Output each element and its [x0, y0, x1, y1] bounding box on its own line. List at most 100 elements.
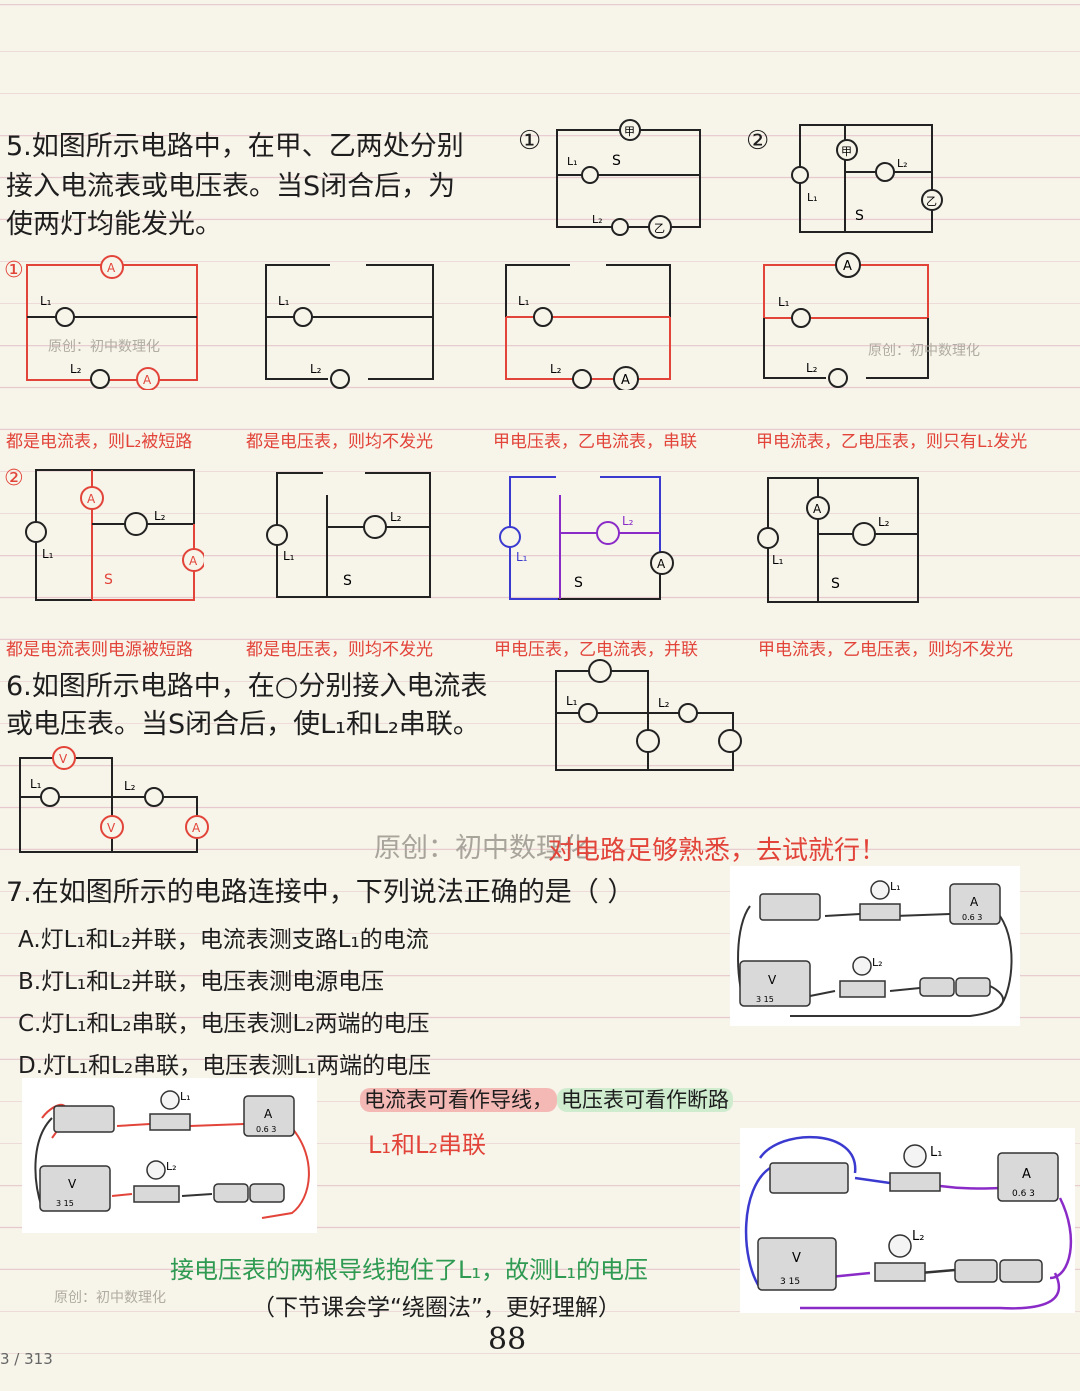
svg-text:L₁: L₁ — [278, 294, 290, 308]
svg-text:L₂: L₂ — [912, 1229, 924, 1244]
row2-circuit-3: A L₂ L₁ S — [499, 476, 674, 600]
q6-original-circuit: L₁ L₂ — [555, 659, 742, 771]
svg-text:A: A — [657, 557, 666, 571]
row1-circuit-2: L₁ L₂ — [265, 264, 434, 389]
q7-option-a: A.灯L₁和L₂并联，电流表测支路L₁的电流 — [18, 927, 429, 953]
svg-text:0.6 3: 0.6 3 — [962, 913, 982, 922]
row1-caption-3: 甲电压表，乙电流表，串联 — [493, 432, 697, 452]
q7-stem: 7.在如图所示的电路连接中，下列说法正确的是（ ） — [6, 877, 635, 908]
row2-caption-3: 甲电压表，乙电流表，并联 — [494, 640, 698, 660]
svg-text:L₁: L₁ — [518, 294, 530, 308]
row1-circuit-3: A L₁ L₂ — [505, 264, 671, 390]
q7-explanation-2: （下节课会学“绕圈法”，更好理解） — [252, 1295, 621, 1321]
page-number: 88 — [488, 1322, 527, 1357]
row2-caption-1: 都是电流表则电源被短路 — [6, 640, 193, 660]
svg-text:L₂: L₂ — [154, 509, 166, 523]
svg-text:A: A — [192, 821, 201, 835]
svg-text:L₁: L₁ — [42, 547, 54, 561]
svg-text:3 15: 3 15 — [756, 995, 774, 1004]
svg-text:A: A — [264, 1107, 273, 1121]
q6-note: 对电路足够熟悉，去试就行！ — [548, 836, 887, 866]
svg-text:L₂: L₂ — [806, 361, 818, 375]
svg-text:A: A — [1022, 1167, 1031, 1182]
svg-text:A: A — [813, 502, 822, 516]
svg-text:L₁: L₁ — [772, 553, 784, 567]
svg-text:L₁: L₁ — [516, 550, 528, 564]
q6-answer-circuit: V V A L₁ L₂ — [19, 746, 209, 853]
svg-text:L₁: L₁ — [180, 1090, 191, 1103]
svg-text:A: A — [87, 492, 96, 506]
svg-text:S: S — [855, 208, 864, 224]
yi-label: 乙 — [654, 222, 665, 235]
svg-text:S: S — [343, 573, 352, 589]
svg-text:L₂: L₂ — [166, 1160, 177, 1173]
q7-hint: 电流表可看作导线，电压表可看作断路 — [360, 1084, 733, 1114]
q7-red-wired-figure: L₁ L₂ A V 0.6 3 3 15 — [22, 1078, 317, 1233]
svg-text:L₁: L₁ — [30, 777, 42, 791]
q5-circuit-figure-2: 甲 乙 L₁ L₂ S — [791, 124, 943, 233]
svg-text:L₁: L₁ — [807, 191, 818, 204]
q7-option-b: B.灯L₁和L₂并联，电压表测电源电压 — [18, 969, 385, 995]
q7-explanation-1: 接电压表的两根导线抱住了L₁，故测L₁的电压 — [170, 1256, 648, 1284]
q6-line1: 6.如图所示电路中，在○分别接入电流表 — [6, 671, 488, 702]
q7-option-c: C.灯L₁和L₂串联，电压表测L₂两端的电压 — [18, 1011, 430, 1037]
big-watermark: 原创：初中数理化 — [374, 833, 590, 864]
row2-caption-2: 都是电压表，则均不发光 — [246, 640, 433, 660]
l1-label: L₁ — [567, 155, 578, 168]
svg-text:A: A — [843, 259, 852, 274]
svg-text:L₁: L₁ — [778, 295, 790, 309]
svg-text:A: A — [970, 895, 979, 909]
svg-text:L₂: L₂ — [872, 956, 883, 969]
watermark-3: 原创：初中数理化 — [54, 1290, 166, 1306]
q5-fig2-number: ② — [746, 126, 770, 156]
svg-text:L₂: L₂ — [658, 696, 670, 710]
svg-text:L₂: L₂ — [310, 362, 322, 376]
svg-text:L₁: L₁ — [283, 549, 295, 563]
l2-label: L₂ — [592, 213, 603, 226]
svg-text:L₂: L₂ — [897, 157, 908, 170]
row1-caption-4: 甲电流表，乙电压表，则只有L₁发光 — [756, 432, 1028, 452]
svg-text:0.6 3: 0.6 3 — [1012, 1189, 1035, 1199]
svg-text:乙: 乙 — [926, 195, 937, 208]
watermark-1: 原创：初中数理化 — [48, 339, 160, 355]
svg-text:L₁: L₁ — [890, 880, 901, 893]
q5-line3: 使两灯均能发光。 — [6, 209, 222, 240]
hint-voltmeter-as-open: 电压表可看作断路 — [557, 1088, 733, 1112]
svg-text:3 15: 3 15 — [780, 1277, 800, 1287]
svg-text:0.6 3: 0.6 3 — [256, 1125, 276, 1134]
page-indicator[interactable]: 3 / 313 — [0, 1350, 53, 1368]
svg-text:甲: 甲 — [841, 145, 852, 158]
svg-text:S: S — [574, 575, 583, 591]
row1-circuit-4: A L₁ L₂ — [763, 252, 929, 388]
q7-purple-wired-figure: L₁ L₂ A V 0.6 3 3 15 — [740, 1128, 1075, 1313]
svg-text:L₂: L₂ — [124, 779, 136, 793]
row2-circuit-4: A L₂ L₁ S — [757, 477, 919, 603]
q5-circuit-figure-1: 甲 乙 L₁ S L₂ — [556, 119, 701, 239]
svg-text:L₂: L₂ — [550, 362, 562, 376]
row2-circuit-2: L₂ L₁ S — [266, 472, 431, 598]
jia-label: 甲 — [624, 125, 635, 138]
svg-text:S: S — [831, 576, 840, 592]
row1-circuit-1: A A L₁ L₂ — [26, 255, 198, 390]
row2-number: ② — [4, 466, 24, 491]
row1-caption-1: 都是电流表，则L₂被短路 — [6, 432, 193, 452]
hint-ammeter-as-wire: 电流表可看作导线， — [360, 1088, 557, 1112]
q6-line2: 或电压表。当S闭合后，使L₁和L₂串联。 — [6, 709, 480, 740]
q5-fig1-number: ① — [518, 126, 542, 156]
svg-text:V: V — [68, 1177, 77, 1191]
svg-text:V: V — [768, 973, 777, 987]
svg-text:L₂: L₂ — [390, 510, 402, 524]
watermark-2: 原创：初中数理化 — [868, 343, 980, 359]
row2-circuit-1: A A L₂ L₁ S — [25, 469, 204, 601]
q5-line2: 接入电流表或电压表。当S闭合后，为 — [6, 171, 456, 202]
q7-series-note: L₁和L₂串联 — [368, 1131, 486, 1159]
svg-text:V: V — [107, 821, 116, 835]
svg-text:L₁: L₁ — [566, 694, 578, 708]
q5-line1: 5.如图所示电路中，在甲、乙两处分别 — [6, 131, 464, 162]
svg-text:V: V — [792, 1251, 801, 1266]
svg-text:A: A — [621, 373, 630, 388]
row1-caption-2: 都是电压表，则均不发光 — [246, 432, 433, 452]
q7-apparatus-figure: L₁ L₂ A V 0.6 3 3 15 — [730, 866, 1020, 1026]
svg-text:3 15: 3 15 — [56, 1199, 74, 1208]
